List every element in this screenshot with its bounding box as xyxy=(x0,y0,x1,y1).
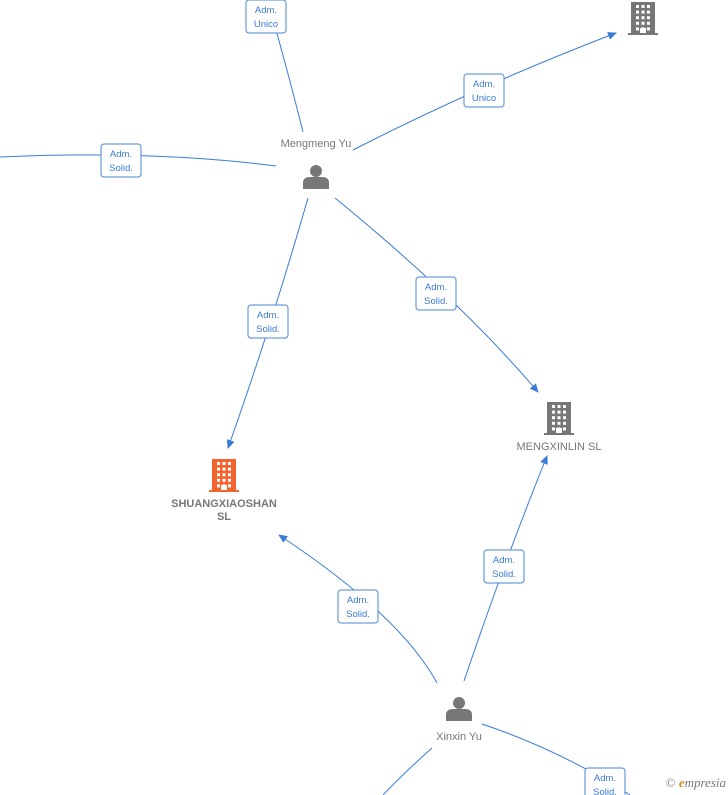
building-icon xyxy=(628,2,658,35)
edge-label-text: Adm. xyxy=(473,79,495,90)
company-node[interactable] xyxy=(628,2,658,35)
edge-label-box xyxy=(245,0,287,34)
edge-label-text: Unico xyxy=(472,93,496,104)
edge-label-text: Adm. xyxy=(493,555,515,566)
edge-labels-layer: Adm.UnicoAdm.UnicoAdm.Solid.Adm.Solid.Ad… xyxy=(100,0,626,795)
edge-label-text: Solid. xyxy=(346,609,370,620)
edge-label: Adm. Solid. xyxy=(247,304,289,339)
node-label: MENGXINLIN SL xyxy=(517,441,602,453)
edge-label: Adm. Unico xyxy=(245,0,287,34)
edge-label-box xyxy=(415,276,457,311)
edge-label-text: Adm. xyxy=(425,282,447,293)
edge-line xyxy=(275,29,304,133)
edge-label: Adm. Solid. xyxy=(483,549,525,584)
copyright-symbol: © xyxy=(665,775,676,790)
brand-initial: e xyxy=(678,775,685,790)
node-label: Mengmeng Yu xyxy=(281,138,352,150)
brand-name: mpresia xyxy=(684,775,726,790)
node-label: Xinxin Yu xyxy=(436,731,482,743)
edge-label-box xyxy=(247,304,289,339)
edge-label-text: Unico xyxy=(254,19,278,30)
edge-label-box xyxy=(584,767,626,795)
edge-label-text: Solid. xyxy=(109,163,133,174)
person-icon xyxy=(446,697,472,721)
node-label: SHUANGXIAOSHAN xyxy=(171,498,277,510)
person-icon xyxy=(303,165,329,189)
edge-label: Adm. Solid. xyxy=(100,143,142,178)
node-label: SL xyxy=(217,511,231,523)
building-icon xyxy=(209,459,239,492)
watermark: © empresia xyxy=(666,775,726,791)
edge-label: Adm. Unico xyxy=(463,73,505,108)
edge-label-text: Adm. xyxy=(110,149,132,160)
edge-label-text: Solid. xyxy=(256,324,280,335)
edge-label-text: Solid. xyxy=(593,787,617,795)
person-node[interactable]: Xinxin Yu xyxy=(436,697,482,743)
edge-label: Adm. Solid. xyxy=(584,767,626,795)
company-node[interactable]: MENGXINLIN SL xyxy=(517,402,602,453)
edge-label-text: Solid. xyxy=(424,296,448,307)
edge-label-box xyxy=(337,589,379,624)
edge-label-text: Adm. xyxy=(257,310,279,321)
edge-label-text: Adm. xyxy=(255,5,277,16)
edge-label-text: Solid. xyxy=(492,569,516,580)
edge-label-text: Adm. xyxy=(347,595,369,606)
person-node[interactable]: Mengmeng Yu xyxy=(281,138,352,189)
edge-line xyxy=(382,747,433,795)
edge-label-box xyxy=(100,143,142,178)
edge-label: Adm. Solid. xyxy=(337,589,379,624)
edge-line xyxy=(0,154,277,167)
building-icon xyxy=(544,402,574,435)
edge-label-box xyxy=(483,549,525,584)
edge-label: Adm. Solid. xyxy=(415,276,457,311)
edge-label-box xyxy=(463,73,505,108)
edge-label-text: Adm. xyxy=(594,773,616,784)
edge-line xyxy=(278,534,438,684)
